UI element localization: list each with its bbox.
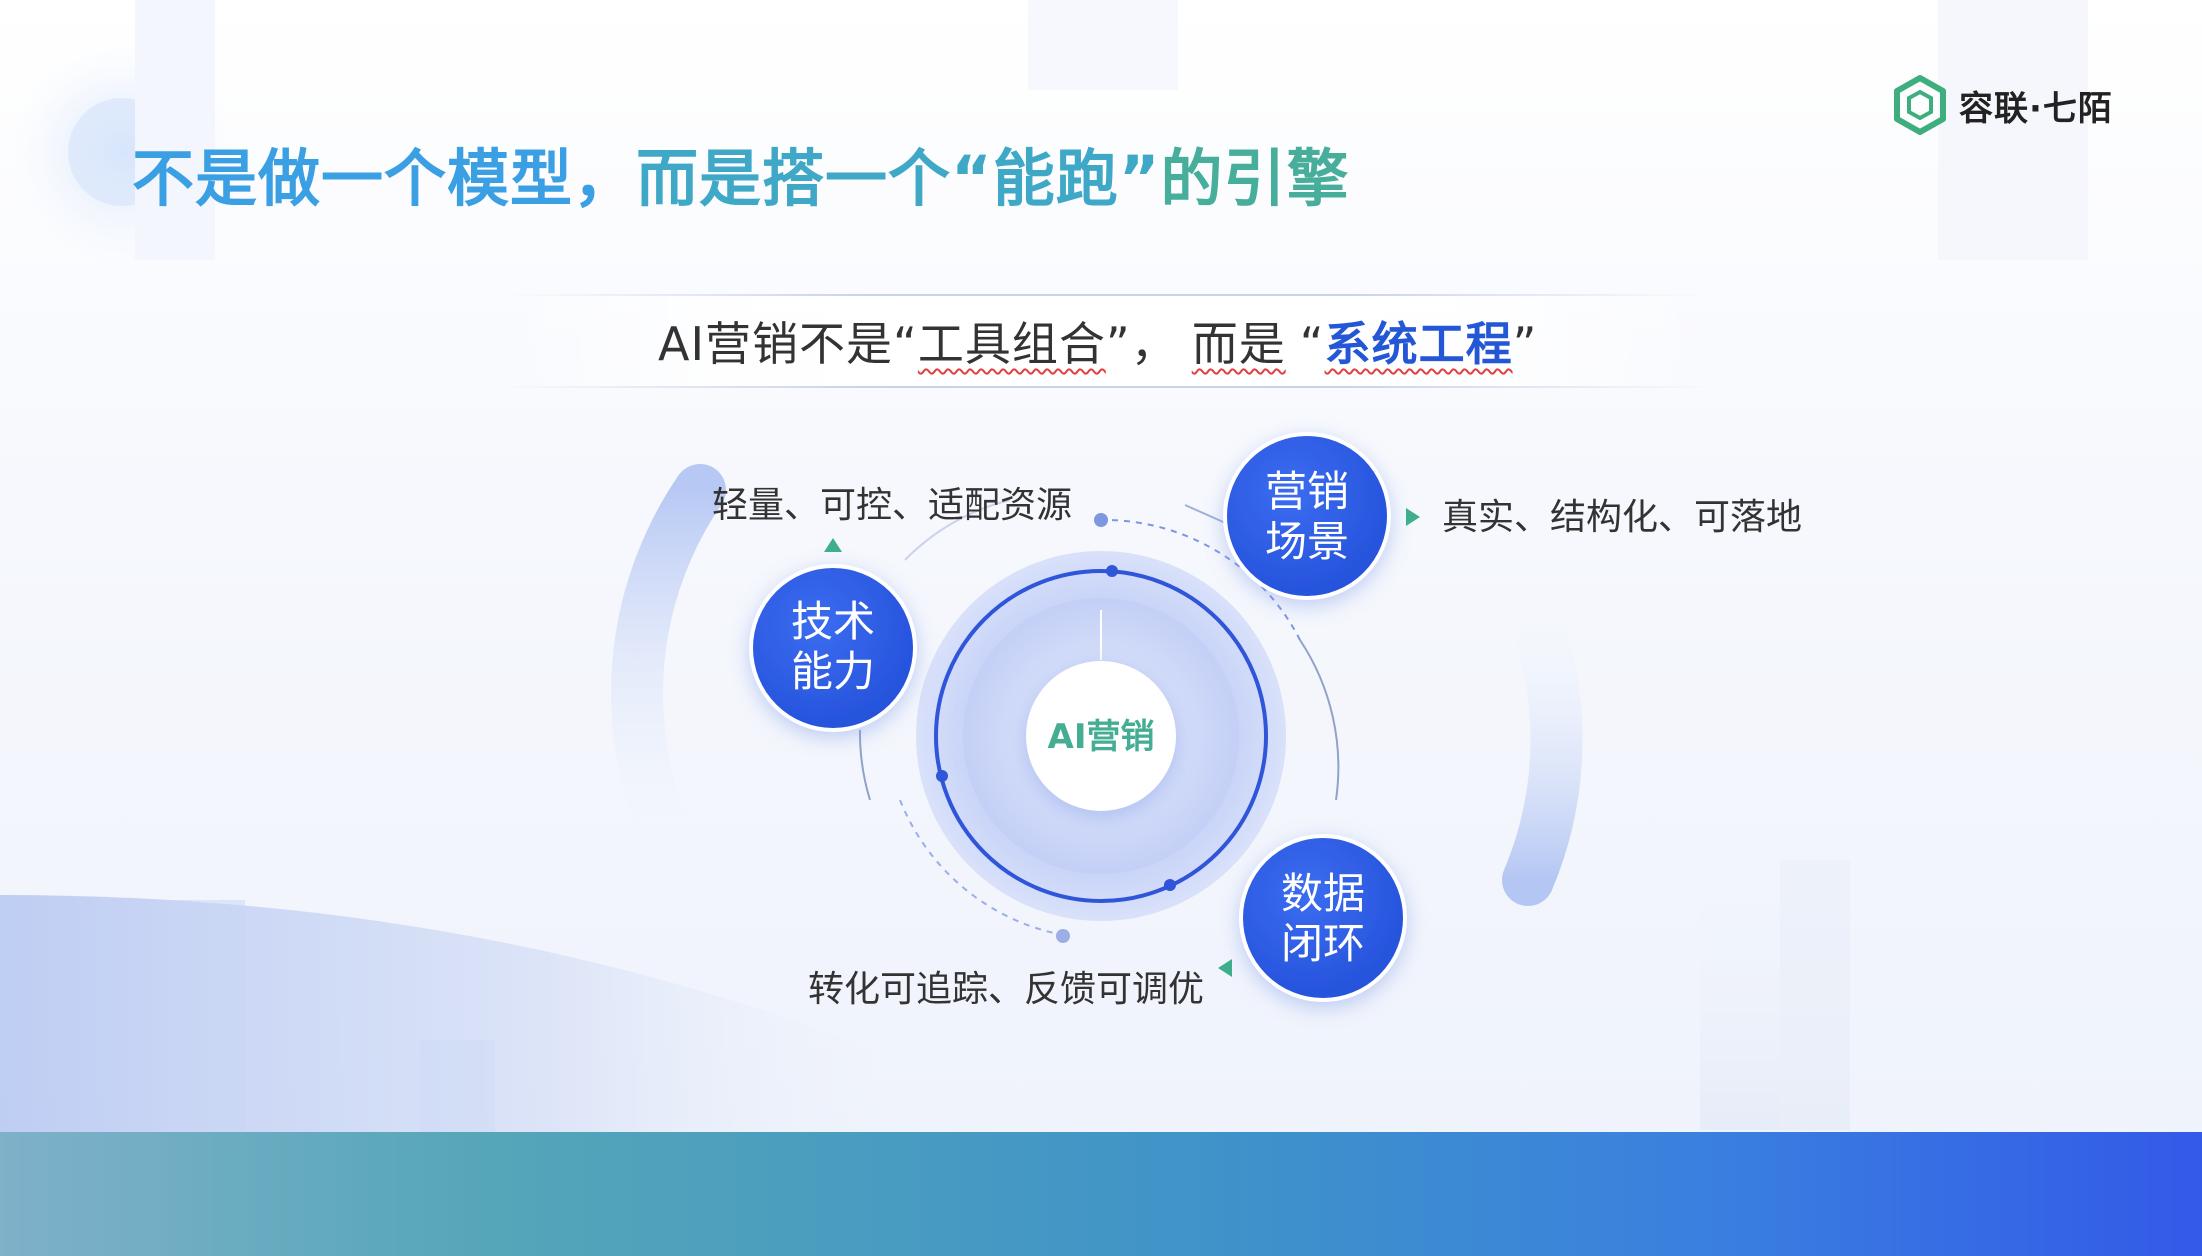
node-data-line2: 闭环 [1281, 919, 1365, 968]
title-part-a: 不是做一个模型， [132, 142, 637, 215]
subtitle-prefix: AI营销不是“ [658, 317, 918, 371]
node-scene-line1: 营销 [1265, 467, 1349, 516]
subtitle: AI营销不是“工具组合”，而是“系统工程” [658, 308, 1537, 374]
connector-arc-left [858, 729, 871, 801]
desc-tech: 轻量、可控、适配资源 [712, 485, 1073, 526]
desc-data: 转化可追踪、反馈可调优 [808, 969, 1205, 1010]
subtitle-bottom-divider [500, 386, 1710, 388]
hexagon-logo-icon [1894, 75, 1946, 135]
ring-dot-2 [936, 770, 948, 782]
node-tech: 技术 能力 [749, 564, 917, 732]
footer-band [0, 1132, 2202, 1256]
subtitle-system: 系统工程 [1324, 317, 1513, 371]
center-ring [934, 569, 1268, 903]
subtitle-suffix: ” [1512, 317, 1538, 371]
logo-text: 容联·七陌 [1959, 88, 2113, 129]
brand-logo: 容联·七陌 [1893, 75, 2113, 135]
arrow-up-icon [824, 538, 842, 552]
arrow-left-icon [1218, 959, 1232, 977]
subtitle-tools: 工具组合 [917, 317, 1106, 371]
dot-top [1094, 513, 1108, 527]
node-scene-line2: 场景 [1265, 517, 1349, 566]
connector-arc-tech-scene [904, 499, 1011, 561]
dashed-arc-top [1099, 518, 1301, 641]
node-tech-line1: 技术 [791, 597, 875, 646]
subtitle-top-divider [500, 294, 1710, 296]
connector-arc-right [1299, 639, 1340, 801]
subtitle-mid1: ”， [1105, 317, 1178, 371]
node-scene: 营销 场景 [1223, 432, 1391, 600]
center-label: AI营销 [1048, 717, 1155, 757]
desc-scene: 真实、结构化、可落地 [1442, 497, 1803, 538]
subtitle-background [500, 294, 1710, 386]
node-data-line1: 数据 [1281, 869, 1365, 918]
node-data: 数据 闭环 [1239, 834, 1407, 1002]
node-tech-line2: 能力 [791, 647, 875, 696]
center-core [1026, 661, 1176, 811]
title-part-b: 而是搭一个“能跑” [636, 142, 1161, 215]
ring-dot-1 [1106, 565, 1118, 577]
arrow-right-icon [1406, 508, 1420, 526]
subtitle-instead: 而是 [1191, 317, 1286, 371]
subtitle-mid2: “ [1299, 317, 1325, 371]
dashed-arc-bottom [899, 799, 1064, 936]
dot-bottom [1056, 929, 1070, 943]
title-part-c: 的引擎 [1160, 142, 1350, 215]
page-title: 不是做一个模型，而是搭一个“能跑”的引擎 [132, 128, 1350, 218]
ring-dot-3 [1164, 879, 1176, 891]
